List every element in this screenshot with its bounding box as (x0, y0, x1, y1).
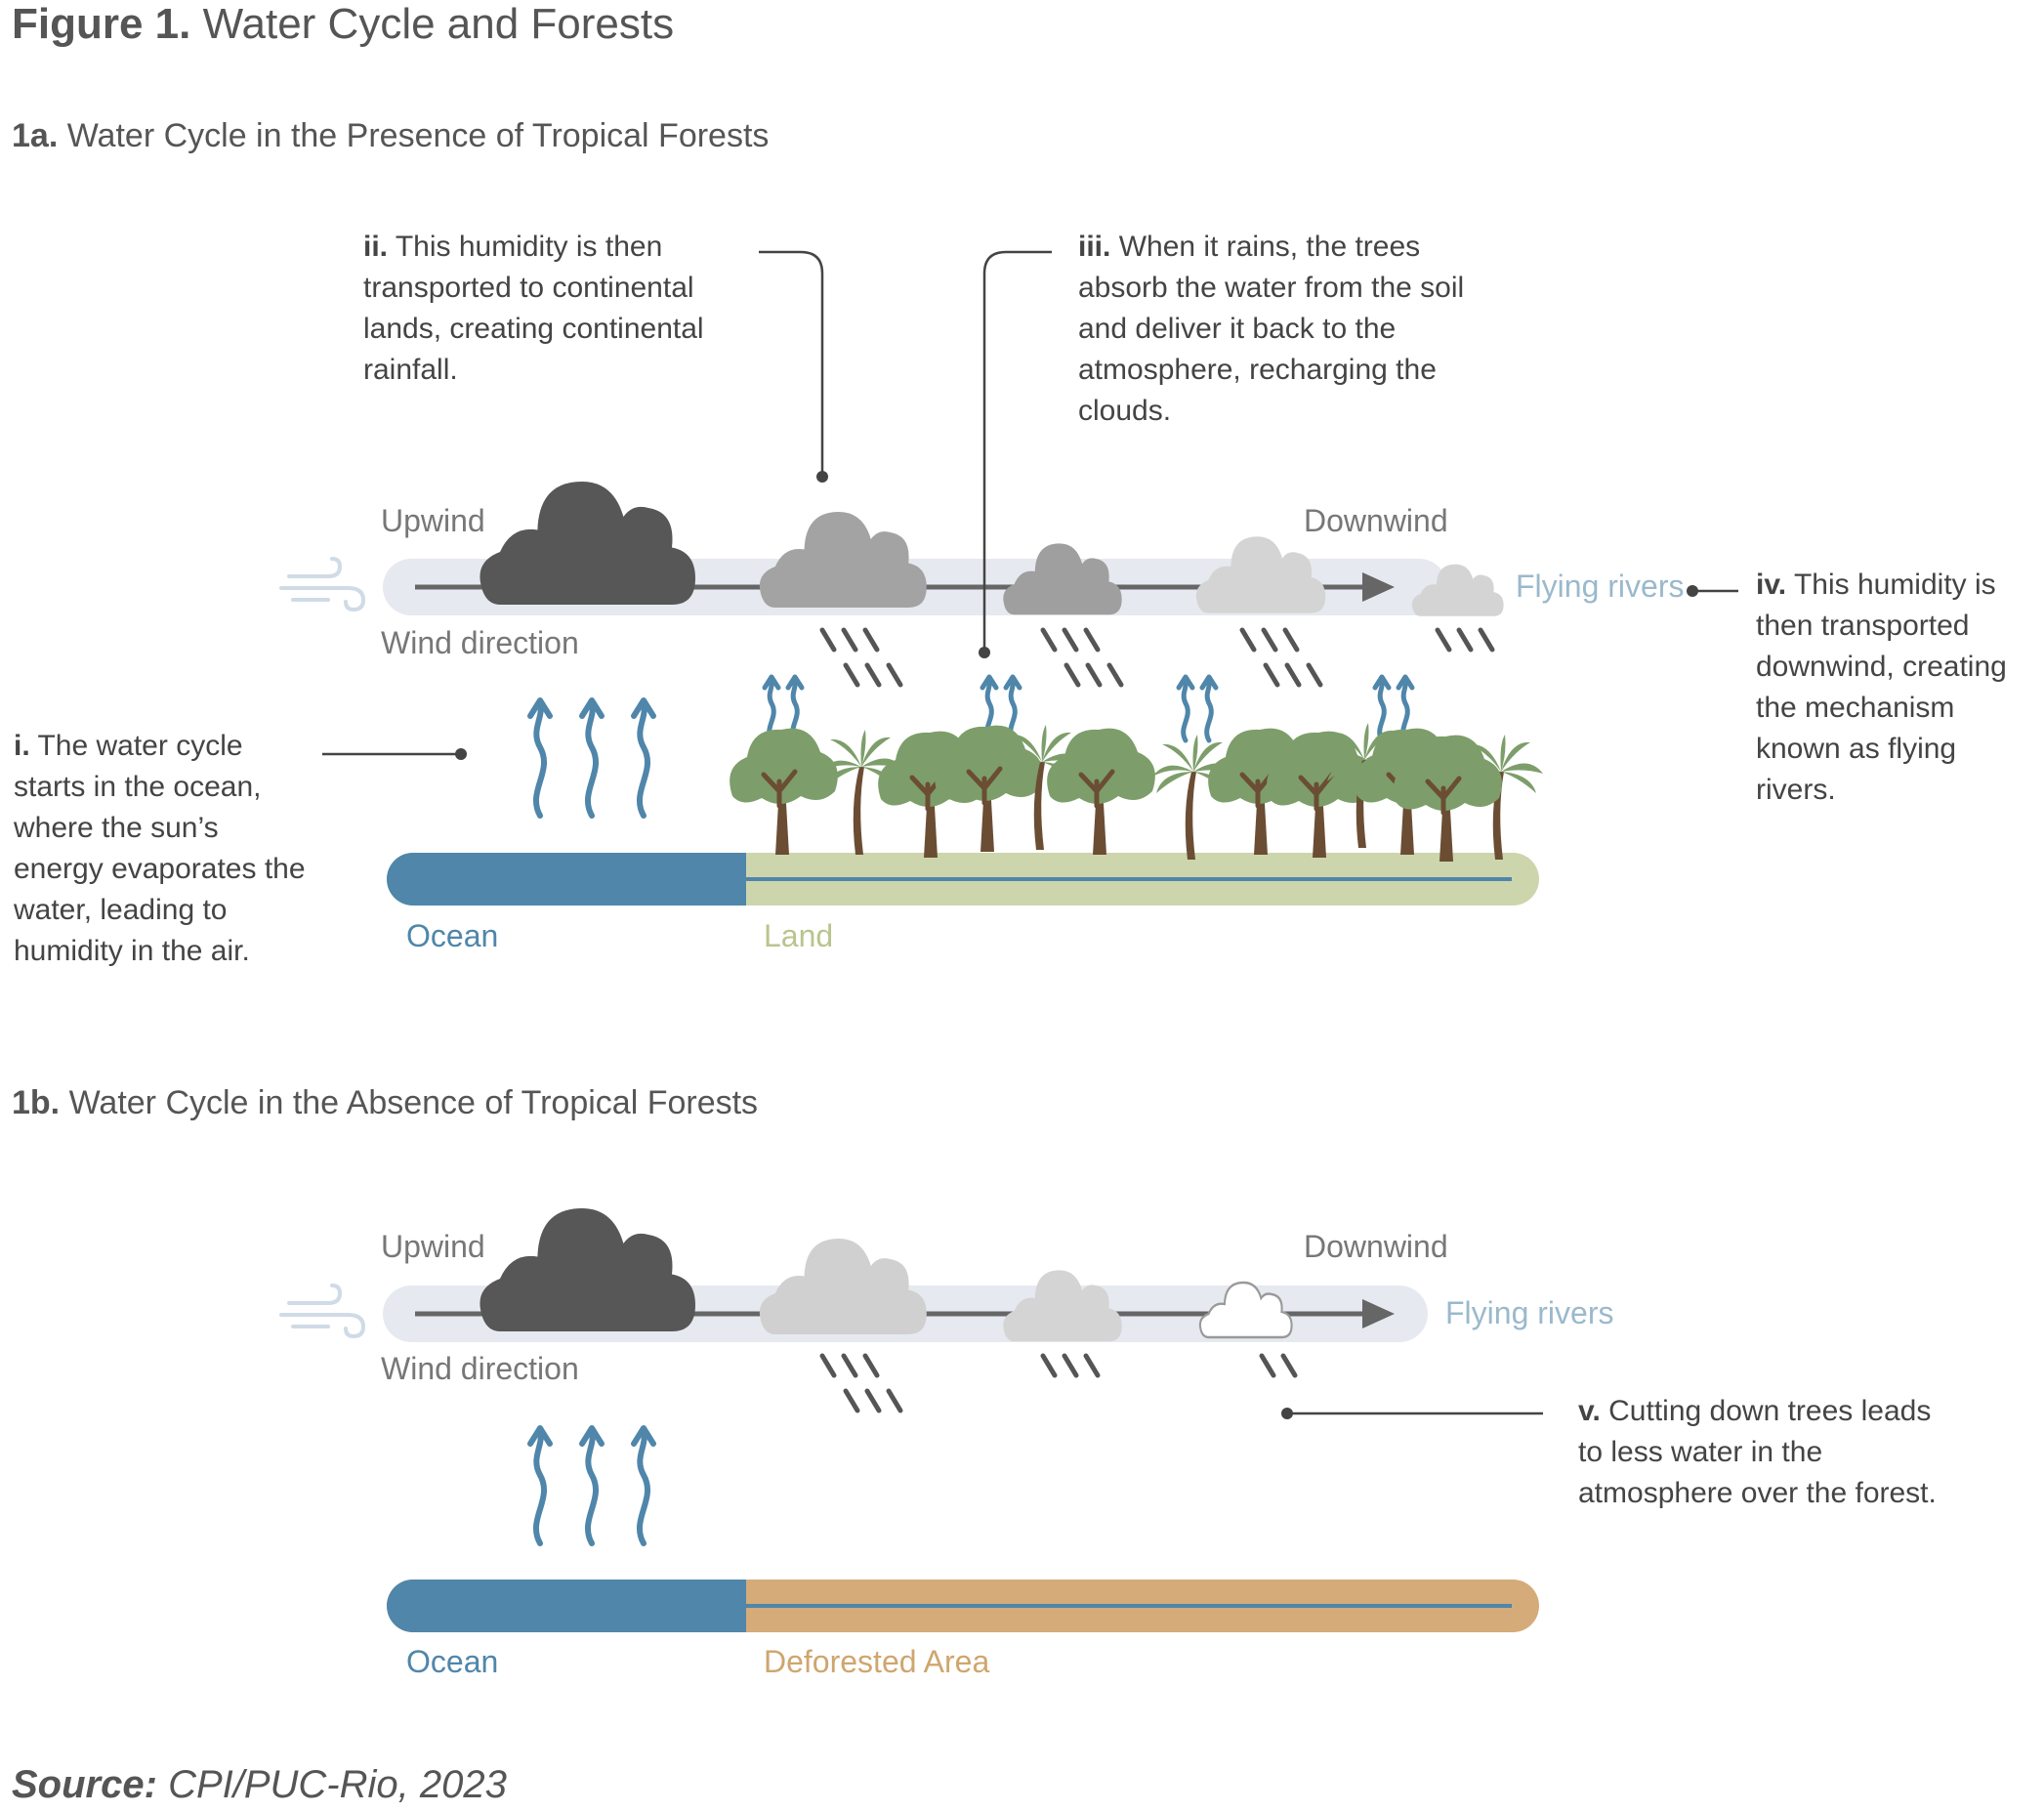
rain-icon (822, 630, 1492, 685)
forest-icon (730, 723, 1543, 862)
leader-dots (455, 471, 1698, 760)
cloud-dark-icon (480, 482, 695, 605)
ocean-label-b: Ocean (406, 1644, 499, 1679)
downwind-label: Downwind (1304, 503, 1448, 538)
note-ii: ii. This humidity is then transported to… (363, 231, 704, 386)
deforested-label: Deforested Area (764, 1644, 990, 1679)
wind-icon-b (279, 1284, 365, 1338)
cloud-light-icon-b (759, 1239, 927, 1334)
evaporation-waves-icon (530, 700, 653, 816)
cloud-mid-icon (759, 512, 927, 608)
flying-rivers-label: Flying rivers (1516, 569, 1685, 604)
rain-icon-b (822, 1353, 1298, 1411)
cloud-light-small-icon-b (1003, 1270, 1122, 1342)
wind-icon (279, 557, 365, 611)
wind-direction-label: Wind direction (381, 625, 579, 660)
ocean-label: Ocean (406, 918, 499, 953)
note-v: v. Cutting down trees leads to less wate… (1578, 1395, 1937, 1509)
wind-arrowhead-b (1362, 1299, 1395, 1328)
section-a-diagram (279, 250, 1738, 906)
ocean-bar (387, 853, 746, 906)
section-a-title: 1a. Water Cycle in the Presence of Tropi… (12, 117, 770, 154)
leader-dot-v (1281, 1408, 1293, 1419)
wind-direction-label-b: Wind direction (381, 1351, 579, 1386)
flying-rivers-label-b: Flying rivers (1445, 1295, 1614, 1330)
wind-arrowhead (1362, 572, 1395, 602)
note-iv: iv. This humidity is then transported do… (1756, 569, 2007, 806)
leader-lines (322, 250, 1738, 756)
land-label: Land (764, 918, 834, 953)
upwind-label: Upwind (381, 503, 485, 538)
source-line: Source: CPI/PUC-Rio, 2023 (12, 1763, 507, 1806)
evaporation-waves-icon-b (530, 1428, 653, 1543)
downwind-label-b: Downwind (1304, 1229, 1448, 1264)
cloud-mid-small-icon (1003, 543, 1122, 615)
note-iii: iii. When it rains, the trees absorb the… (1078, 231, 1465, 427)
cloud-light-icon (1195, 536, 1326, 613)
cloud-dark-icon-b (480, 1208, 695, 1331)
ocean-bar-b (387, 1580, 746, 1632)
figure-title: Figure 1. Water Cycle and Forests (12, 0, 675, 48)
section-b-diagram (279, 1208, 1543, 1632)
note-i: i. The water cycle starts in the ocean, … (14, 730, 306, 967)
upwind-label-b: Upwind (381, 1229, 485, 1264)
section-b-title: 1b. Water Cycle in the Absence of Tropic… (12, 1084, 759, 1121)
